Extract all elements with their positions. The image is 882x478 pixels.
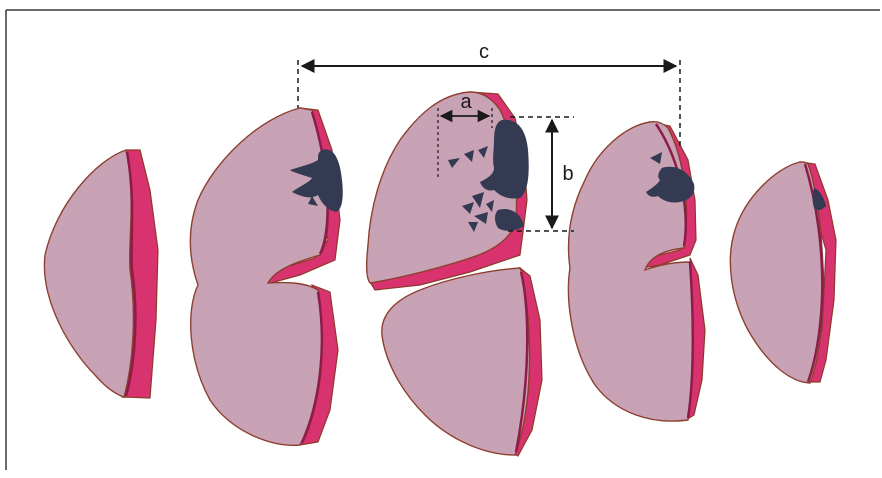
kidney-slice-3-bottom <box>382 268 542 456</box>
label-a: a <box>460 91 472 113</box>
kidney-slice-3-top <box>367 92 529 290</box>
kidney-slice-1 <box>44 150 158 398</box>
kidney-slice-5 <box>730 162 836 383</box>
kidney-slice-2 <box>190 108 342 445</box>
label-c: c <box>479 41 489 63</box>
label-b: b <box>562 163 573 185</box>
kidney-slice-4 <box>568 122 705 421</box>
